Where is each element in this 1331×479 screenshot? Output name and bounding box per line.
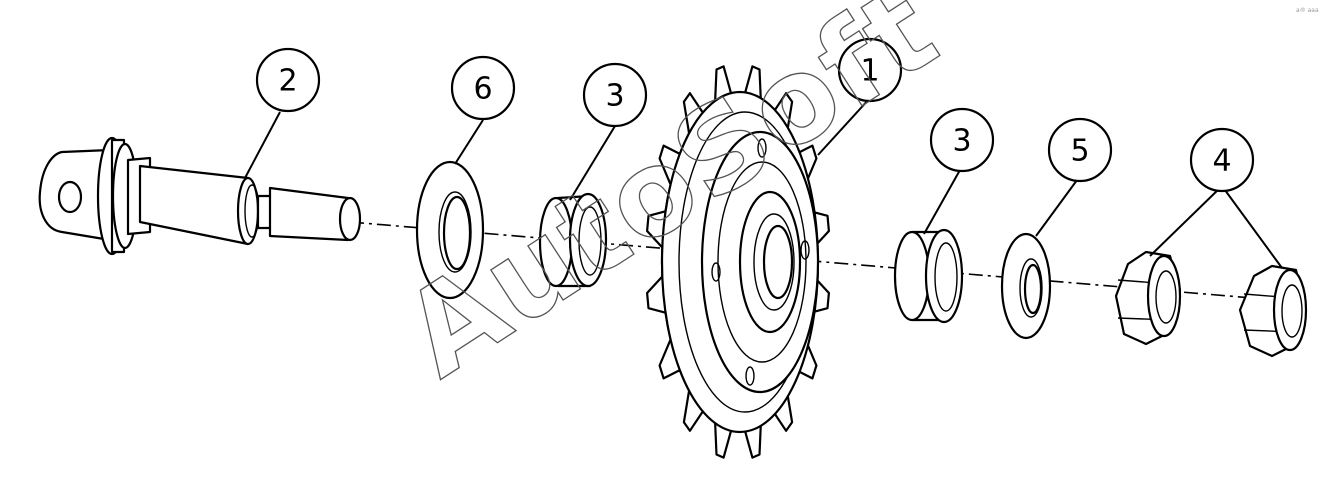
part-nut-right — [1238, 264, 1308, 358]
callout-2-label: 2 — [278, 64, 297, 99]
callout-6: 6 — [450, 55, 516, 121]
callout-5-label: 5 — [1070, 134, 1089, 169]
callout-1: 1 — [837, 37, 903, 103]
callout-3-left-label: 3 — [605, 79, 624, 114]
part-washer-6 — [415, 160, 485, 300]
part-washer-5 — [1000, 232, 1052, 340]
callout-3-right-label: 3 — [952, 124, 971, 159]
part-nut-left — [1114, 250, 1182, 346]
callout-3-left: 3 — [582, 62, 648, 128]
leader-lines — [244, 97, 1283, 269]
callout-1-label: 1 — [860, 54, 879, 89]
part-bushing-right — [893, 228, 964, 324]
callout-2: 2 — [255, 47, 321, 113]
callout-3-right: 3 — [929, 107, 995, 173]
part-sprocket — [646, 65, 830, 459]
part-pin — [38, 136, 362, 256]
corner-mark: a® aaa — [1296, 7, 1319, 14]
callout-4: 4 — [1189, 127, 1255, 193]
callout-5: 5 — [1047, 117, 1113, 183]
callout-4-label: 4 — [1212, 144, 1231, 179]
part-bushing-left — [538, 192, 608, 288]
callout-6-label: 6 — [473, 72, 492, 107]
